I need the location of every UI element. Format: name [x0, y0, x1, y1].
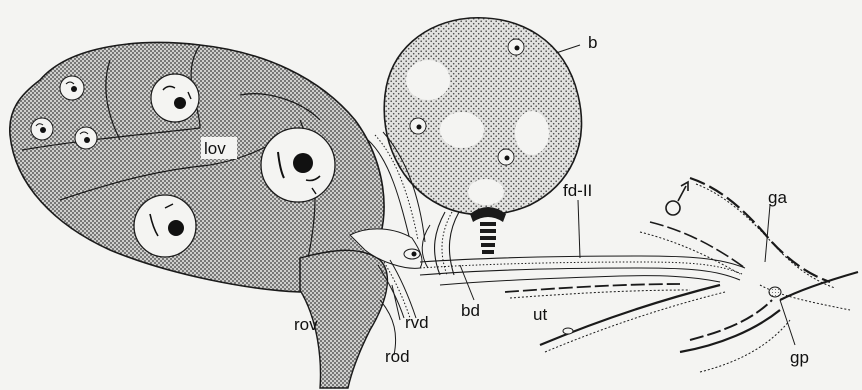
label-gp: gp	[790, 348, 809, 367]
bursa-stalk	[470, 207, 506, 254]
oocyte	[60, 76, 84, 100]
label-rvd: rvd	[405, 313, 429, 332]
sperm-cell	[508, 39, 524, 55]
label-rov: rov	[294, 315, 318, 334]
male-duct-section	[640, 178, 858, 372]
label-ga: ga	[768, 188, 787, 207]
oocyte	[261, 128, 335, 202]
label-fd-ii: fd-II	[563, 181, 592, 200]
oocyte	[151, 74, 199, 122]
oocyte	[134, 195, 196, 257]
sperm-cell	[498, 149, 514, 165]
fertilization-duct	[420, 256, 745, 285]
sperm-cell	[410, 118, 426, 134]
label-rod: rod	[385, 347, 410, 366]
label-b: b	[588, 33, 597, 52]
bursa	[384, 18, 581, 254]
label-ut: ut	[533, 305, 547, 324]
label-bd: bd	[461, 301, 480, 320]
bursa-duct	[422, 212, 459, 275]
oocyte	[31, 118, 53, 140]
male-symbol-icon	[666, 182, 688, 215]
label-lov: lov	[204, 139, 226, 158]
oocyte	[75, 127, 97, 149]
